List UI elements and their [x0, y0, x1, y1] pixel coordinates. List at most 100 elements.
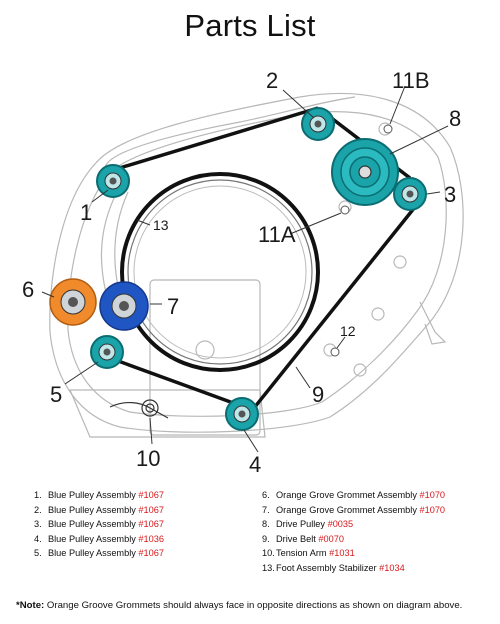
parts-list-item: 5. Blue Pulley Assembly #1067 — [34, 546, 164, 561]
page-title: Parts List — [184, 8, 316, 43]
part-code: #1067 — [138, 519, 164, 530]
callout-3: 3 — [444, 182, 456, 207]
leader-13 — [136, 219, 151, 226]
drive-belt-bottom — [109, 356, 237, 406]
part-name: Blue Pulley Assembly — [48, 533, 136, 544]
part-number: 8. — [262, 519, 270, 530]
leader-11b — [389, 85, 406, 125]
part-name: Foot Assembly Stabilizer — [276, 562, 377, 573]
part-number: 7. — [262, 504, 270, 515]
callout-10: 10 — [136, 446, 160, 471]
part-name: Blue Pulley Assembly — [48, 519, 136, 530]
main-drum-core — [133, 185, 307, 359]
lower-frame — [149, 279, 261, 436]
callout-9: 9 — [312, 382, 324, 407]
footnote-label: *Note: — [16, 600, 45, 611]
callout-12: 12 — [340, 323, 356, 339]
leader-3 — [426, 191, 441, 195]
leader-4 — [243, 429, 259, 453]
parts-list-item: 7. Orange Grove Grommet Assembly #1070 — [262, 503, 445, 518]
housing-outline — [49, 92, 464, 433]
part-code: #1070 — [419, 504, 446, 515]
drive-pulley-icon — [331, 138, 399, 206]
leader-6 — [41, 291, 55, 298]
machine-diagram: 1 2 3 4 5 6 7 8 9 10 11A 11B 12 13 — [22, 68, 464, 472]
parts-list-item: 4. Blue Pulley Assembly #1036 — [34, 532, 164, 547]
leader-5 — [64, 361, 99, 385]
top-arm-outline — [104, 96, 356, 168]
leader-12 — [336, 336, 346, 349]
part-code: #1067 — [138, 548, 164, 559]
parts-list-item: 8. Drive Pulley #0035 — [262, 517, 445, 532]
part-code: #1067 — [138, 490, 164, 500]
main-drum — [120, 172, 320, 372]
part-number: 13. — [262, 562, 275, 573]
leader-11a — [289, 212, 342, 235]
part-name: Drive Belt — [276, 533, 316, 544]
part-number: 4. — [34, 533, 42, 544]
pulley-4-icon — [225, 397, 259, 431]
callout-11a: 11A — [258, 222, 296, 247]
part-code: #0070 — [318, 533, 344, 544]
drive-belt-right — [244, 200, 421, 420]
parts-list-item: 10.Tension Arm #1031 — [262, 546, 445, 561]
right-leg-outline — [419, 301, 447, 345]
main-drum-inner — [127, 179, 313, 365]
part-number: 5. — [34, 548, 42, 559]
part-code: #1067 — [138, 504, 164, 515]
orange-grommet-6-icon — [49, 278, 97, 326]
callout-8: 8 — [449, 106, 461, 131]
callout-6: 6 — [22, 277, 34, 302]
part-number: 3. — [34, 519, 42, 530]
callout-13: 13 — [153, 217, 169, 233]
part-number: 6. — [262, 490, 270, 500]
drive-belt-top — [112, 106, 319, 172]
parts-list-item: 13.Foot Assembly Stabilizer #1034 — [262, 561, 445, 576]
parts-list-item: 9. Drive Belt #0070 — [262, 532, 445, 547]
part-number: 2. — [34, 504, 42, 515]
tension-arm-icon — [109, 399, 169, 419]
mount-hole — [393, 255, 407, 269]
part-code: #1036 — [138, 533, 164, 544]
part-name: Blue Pulley Assembly — [48, 490, 136, 500]
callout-4: 4 — [249, 452, 261, 472]
callout-7: 7 — [167, 294, 179, 319]
parts-list-item: 2. Blue Pulley Assembly #1067 — [34, 503, 164, 518]
pulley-2-icon — [301, 107, 335, 141]
part-code: #1034 — [379, 562, 405, 573]
part-name: Blue Pulley Assembly — [48, 548, 136, 559]
parts-list-item: 1.Blue Pulley Assembly #1067 — [34, 488, 164, 503]
parts-list-item: 6. Orange Grove Grommet Assembly #1070 — [262, 488, 445, 503]
part-name: Orange Grove Grommet Assembly — [276, 504, 417, 515]
pulley-1-icon — [96, 164, 130, 198]
part-number: 10. — [262, 548, 275, 559]
footnote: *Note: Orange Groove Grommets should alw… — [16, 600, 496, 611]
callout-5: 5 — [50, 382, 62, 407]
pulley-5-icon — [90, 335, 124, 369]
part-code: #1070 — [419, 490, 446, 500]
leader-9 — [295, 366, 311, 389]
parts-list-right: 6. Orange Grove Grommet Assembly #1070 7.… — [262, 488, 445, 576]
pulley-3-icon — [393, 177, 427, 211]
mount-hole — [353, 363, 367, 377]
part-code: #0035 — [327, 519, 354, 530]
part-11a-marker — [340, 205, 350, 215]
part-12-marker — [330, 347, 340, 357]
part-name: Drive Pulley — [276, 519, 326, 530]
part-code: #1031 — [329, 548, 355, 559]
parts-list-left: 1.Blue Pulley Assembly #1067 2. Blue Pull… — [34, 488, 164, 561]
part-11b-marker — [383, 124, 393, 134]
callout-11b: 11B — [392, 68, 430, 93]
leader-8 — [389, 125, 449, 155]
leader-10 — [149, 417, 153, 445]
part-name: Blue Pulley Assembly — [48, 504, 136, 515]
leader-2 — [282, 89, 315, 119]
part-name: Tension Arm — [276, 548, 327, 559]
part-name: Orange Grove Grommet Assembly — [276, 490, 417, 500]
callout-2: 2 — [266, 68, 278, 93]
parts-list-item: 3. Blue Pulley Assembly #1067 — [34, 517, 164, 532]
leader-1 — [91, 189, 109, 203]
blue-grommet-7-icon — [99, 281, 149, 331]
part-number: 9. — [262, 533, 270, 544]
callout-1: 1 — [80, 200, 92, 225]
